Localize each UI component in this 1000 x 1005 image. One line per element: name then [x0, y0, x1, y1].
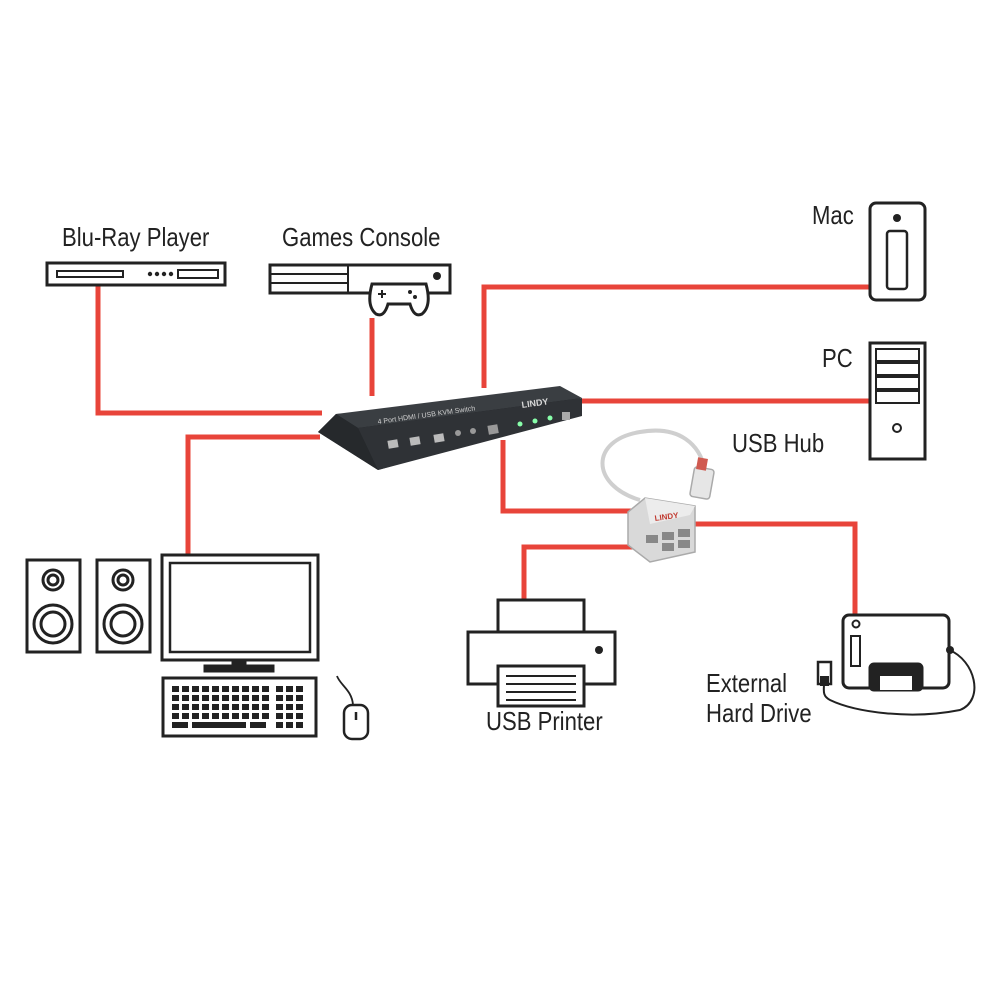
keyboard-key [232, 704, 239, 710]
speaker-right-icon [95, 558, 152, 654]
keyboard-key [252, 686, 259, 692]
keyboard-key [286, 722, 293, 728]
keyboard-key [296, 695, 303, 701]
keyboard-key [182, 695, 189, 701]
switch-brand: LINDY [521, 396, 549, 410]
cable-mac [481, 284, 872, 388]
keyboard-key [286, 695, 293, 701]
keyboard-key [286, 686, 293, 692]
keyboard-key [222, 713, 229, 719]
keyboard-key [286, 713, 293, 719]
hub-brand: LINDY [654, 511, 680, 523]
keyboard-key [296, 686, 303, 692]
keyboard-key [242, 704, 249, 710]
games-console-icon [268, 263, 452, 317]
keyboard-key [212, 704, 219, 710]
keyboard-key [212, 695, 219, 701]
mac-tower-icon [868, 201, 927, 302]
monitor-icon [160, 553, 320, 673]
keyboard-key [232, 713, 239, 719]
cables [95, 284, 872, 615]
keyboard-key [296, 713, 303, 719]
label-hdd-line1: External [706, 668, 788, 698]
keyboard-key [172, 686, 179, 692]
keyboard-key [192, 686, 199, 692]
speaker-left-icon [25, 558, 82, 654]
keyboard-key [296, 704, 303, 710]
label-usb-hub: USB Hub [732, 428, 825, 458]
keyboard-key [252, 704, 259, 710]
label-hdd-line2: Hard Drive [706, 698, 812, 728]
cable-hdd [695, 521, 858, 615]
keyboard-key [222, 695, 229, 701]
label-mac: Mac [812, 200, 854, 230]
keyboard-key [250, 722, 266, 728]
keyboard-key [242, 686, 249, 692]
keyboard-key [182, 704, 189, 710]
keyboard-key [276, 695, 283, 701]
keyboard-key [232, 686, 239, 692]
keyboard-key [182, 686, 189, 692]
hdd-power-cable [822, 649, 976, 716]
bluray-player-icon [45, 261, 227, 287]
keyboard-key [296, 722, 303, 728]
cable-monitor [185, 434, 320, 555]
label-pc: PC [822, 343, 853, 373]
keyboard-key [202, 704, 209, 710]
keyboard-key [202, 713, 209, 719]
keyboard-key [212, 713, 219, 719]
keyboard-key [276, 704, 283, 710]
cable-hub [500, 440, 632, 514]
keyboard-key [222, 686, 229, 692]
keyboard-key [172, 713, 179, 719]
label-bluray-player: Blu-Ray Player [62, 222, 210, 252]
external-hard-drive-icon [816, 613, 976, 716]
keyboard-key [212, 686, 219, 692]
cable-bluray [95, 285, 322, 416]
keyboard-key [202, 686, 209, 692]
printer-icon [466, 598, 617, 708]
keyboard-key [202, 695, 209, 701]
keyboard-key [232, 695, 239, 701]
keyboard-key [276, 722, 283, 728]
hub-cable [600, 428, 707, 502]
keyboard-key [172, 722, 188, 728]
keyboard-key [262, 695, 269, 701]
keyboard-key [192, 713, 199, 719]
usb-hub-device: LINDY [600, 428, 715, 563]
keyboard-key [286, 704, 293, 710]
kvm-switch-device: 4 Port HDMI / USB KVM Switch LINDY [318, 386, 582, 470]
keyboard-key [172, 695, 179, 701]
keyboard-key [276, 713, 283, 719]
keyboard-key [192, 722, 246, 728]
keyboard-key [276, 686, 283, 692]
keyboard-key [262, 704, 269, 710]
keyboard-key [252, 695, 259, 701]
cable-printer [521, 544, 640, 600]
keyboard-key [172, 704, 179, 710]
keyboard-icon [161, 676, 318, 738]
keyboard-key [242, 695, 249, 701]
keyboard-key [192, 695, 199, 701]
keyboard-key [252, 713, 259, 719]
pc-tower-icon [868, 341, 927, 461]
label-usb-printer: USB Printer [486, 706, 603, 736]
keyboard-key [262, 686, 269, 692]
label-games-console: Games Console [282, 222, 441, 252]
keyboard-key [222, 704, 229, 710]
keyboard-key [182, 713, 189, 719]
keyboard-key [262, 713, 269, 719]
keyboard-key [242, 713, 249, 719]
keyboard-key [192, 704, 199, 710]
mouse-icon [336, 675, 370, 741]
